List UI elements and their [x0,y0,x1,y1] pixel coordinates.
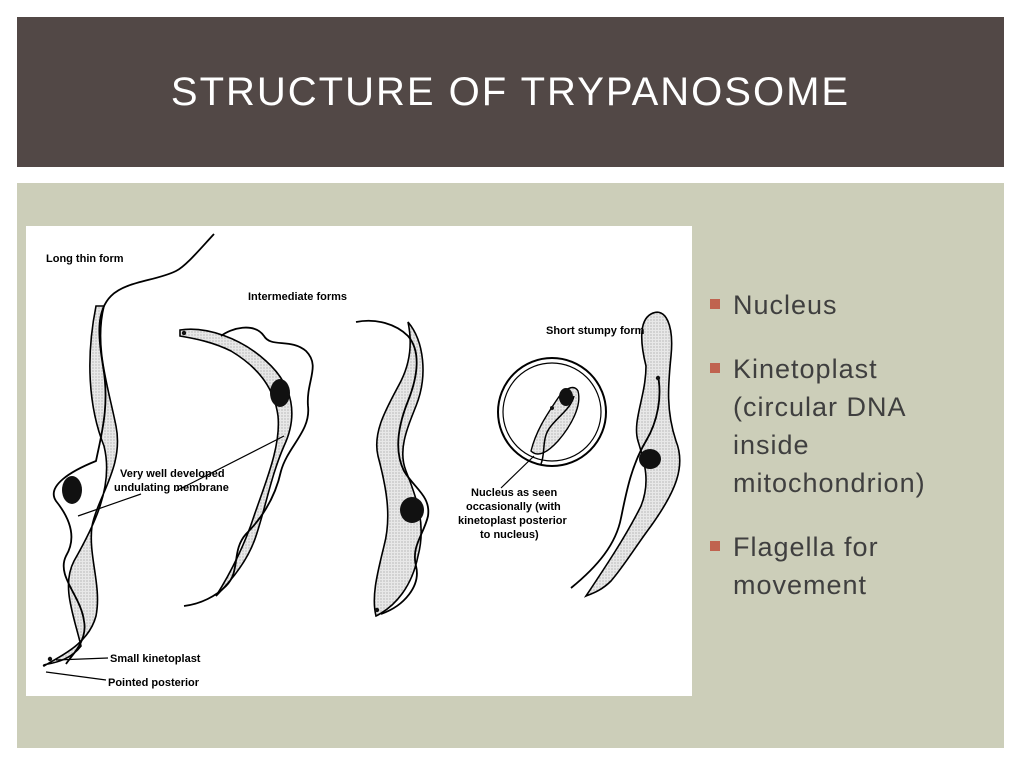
long-thin-nucleus [62,476,82,504]
long-thin-form-cell [43,233,215,681]
inset-flagellum [540,395,575,465]
intermediate-1-kinetoplast [181,330,187,336]
nucleus-inset [497,357,607,489]
trypanosome-diagram: Long thin form Intermediate forms Short … [43,233,681,689]
bullet-text-line: movement [733,570,868,600]
pointer-undulating-2 [175,435,285,492]
short-stumpy-form [570,311,681,598]
label-nucleus-note-line2: occasionally (with [466,501,561,513]
bullet-flagella: Flagella for movement [706,528,1006,604]
bullet-text-line: inside [733,430,810,460]
long-thin-kinetoplast [47,656,53,662]
bullet-marker [710,299,720,309]
bullet-text-line: Flagella for [733,532,879,562]
short-stumpy-nucleus [639,449,661,469]
bullet-list: Nucleus Kinetoplast (circular DNA inside… [706,286,1006,630]
intermediate-form-2 [355,319,430,618]
label-undulating-line1: Very well developed [120,468,225,480]
short-stumpy-flagellum [570,375,661,589]
label-short-stumpy-form: Short stumpy form [546,325,645,337]
inset-nucleus [559,388,573,406]
bullet-text-line: (circular DNA [733,392,907,422]
label-nucleus-note-line3: kinetoplast posterior [458,515,568,527]
short-stumpy-kinetoplast [655,375,661,381]
pointer-undulating [77,493,142,517]
bullet-marker [710,541,720,551]
pointer-small-kinetoplast [55,657,109,661]
label-undulating-line2: undulating membrane [114,482,229,494]
bullet-text-line: Kinetoplast [733,354,878,384]
bullet-nucleus: Nucleus [706,286,1006,324]
long-thin-body [43,305,119,667]
short-stumpy-body [583,311,681,598]
label-nucleus-note-line1: Nucleus as seen [471,487,557,499]
inset-circle-inner [502,362,602,462]
intermediate-2-flagellum [355,319,430,615]
slide-title: STRUCTURE OF TRYPANOSOME [170,69,851,114]
long-thin-flagellum [53,233,215,665]
inset-kinetoplast [550,406,554,410]
intermediate-2-nucleus [400,497,424,523]
intermediate-form-1 [175,326,314,607]
label-long-thin-form: Long thin form [46,253,124,265]
bullet-text-line: Nucleus [733,290,838,320]
label-pointed-posterior: Pointed posterior [108,677,200,689]
intermediate-1-flagellum [183,326,314,607]
label-small-kinetoplast: Small kinetoplast [110,653,201,665]
title-bar: STRUCTURE OF TRYPANOSOME [17,17,1004,167]
bullet-marker [710,363,720,373]
trypanosome-figure: Long thin form Intermediate forms Short … [26,226,692,696]
intermediate-1-nucleus [270,379,290,407]
pointer-pointed-posterior [45,671,107,681]
label-nucleus-note-line4: to nucleus) [480,529,539,541]
bullet-text-line: mitochondrion) [733,468,926,498]
intermediate-2-body [373,321,424,618]
label-intermediate-forms: Intermediate forms [248,291,347,303]
pointer-nucleus-note [500,455,535,489]
bullet-kinetoplast: Kinetoplast (circular DNA inside mitocho… [706,350,1006,502]
intermediate-2-kinetoplast [374,607,380,613]
